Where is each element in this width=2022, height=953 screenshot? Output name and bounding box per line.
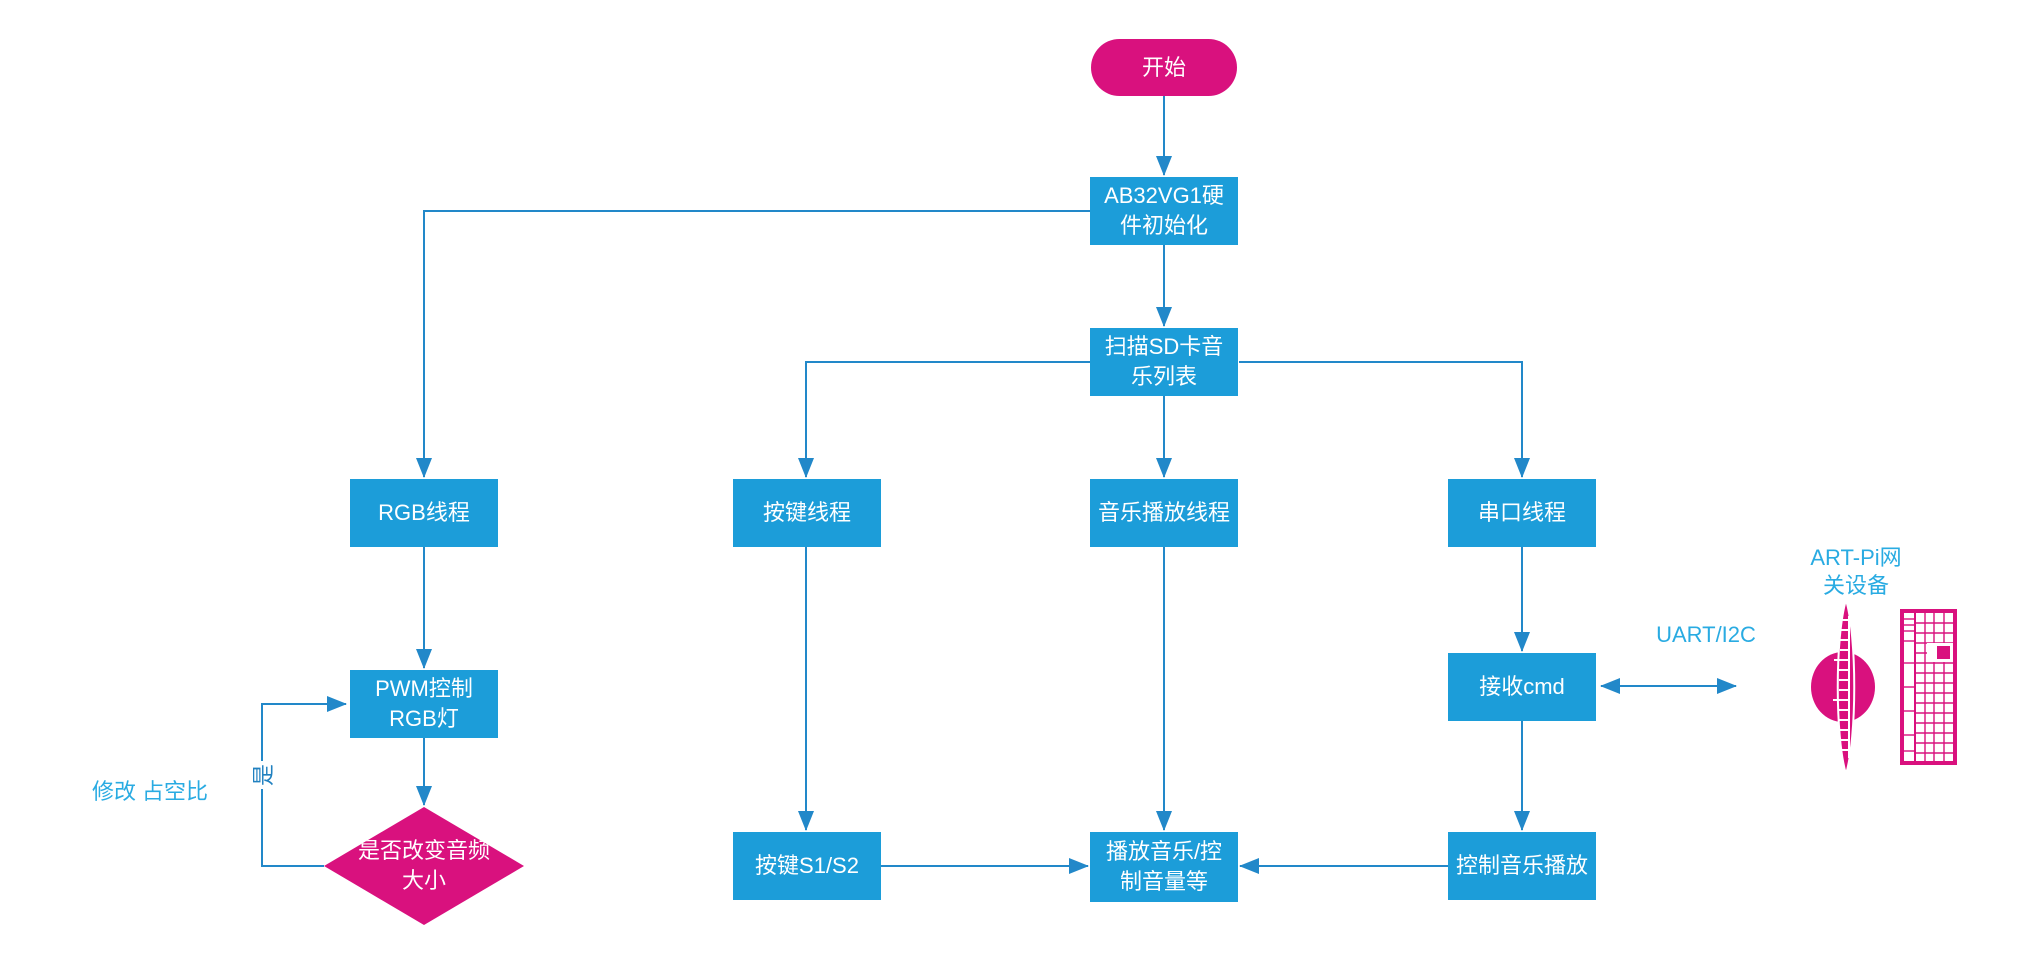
arrow-scansd-to-serialthread xyxy=(1239,361,1530,478)
node-hw-init: AB32VG1硬 件初始化 xyxy=(1090,177,1238,245)
keyboard-icon xyxy=(1900,609,1957,765)
edge-label-uart-i2c: UART/I2C xyxy=(1656,622,1756,647)
edge-label-yes: 是 xyxy=(247,761,277,789)
edge-label-modify-duty: 修改 占空比 xyxy=(91,779,209,804)
node-key-s1s2: 按键S1/S2 xyxy=(733,832,881,900)
node-recv-cmd: 接收cmd xyxy=(1448,653,1596,721)
node-play-music: 播放音乐/控 制音量等 xyxy=(1090,832,1238,902)
node-ctrl-music: 控制音乐播放 xyxy=(1448,832,1596,900)
node-key-thread: 按键线程 xyxy=(733,479,881,547)
arrow-scansd-to-keythread xyxy=(798,361,1090,478)
arrow-hwinit-to-rgbthread xyxy=(416,210,1090,478)
node-pwm-rgb: PWM控制 RGB灯 xyxy=(350,670,498,738)
ruler-ticks xyxy=(1833,619,1848,751)
node-scan-sd: 扫描SD卡音 乐列表 xyxy=(1090,328,1238,396)
gateway-board-icon xyxy=(1811,596,1875,778)
node-music-thread: 音乐播放线程 xyxy=(1090,479,1238,547)
node-start: 开始 xyxy=(1091,39,1237,96)
node-serial-thread: 串口线程 xyxy=(1448,479,1596,547)
label-gateway-device: ART-Pi网 关设备 xyxy=(1810,545,1902,598)
node-rgb-thread: RGB线程 xyxy=(350,479,498,547)
